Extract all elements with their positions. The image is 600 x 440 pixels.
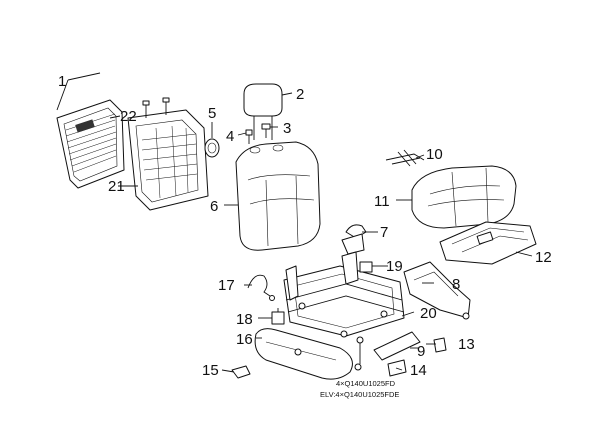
part-20-seat-frame	[283, 251, 405, 338]
part-17-harness	[247, 274, 275, 301]
part-6-back-cushion	[235, 141, 321, 251]
callout-16: 16	[236, 331, 253, 348]
part-21-back-frame	[127, 97, 209, 211]
part-8-side-cover	[403, 261, 471, 320]
part-2-headrest	[243, 83, 283, 140]
part-16-side-shield	[254, 328, 353, 380]
part-11-seat-cushion	[411, 165, 517, 229]
part-5-knob	[204, 122, 220, 158]
callout-4: 4	[226, 128, 234, 145]
callout-14: 14	[410, 362, 427, 379]
callout-9: 9	[417, 343, 425, 360]
leader-lines	[56, 72, 533, 373]
part-18-connector	[271, 308, 285, 325]
fastener-note-2: ELV:4×Q140U1025FDE	[320, 390, 399, 399]
callout-2: 2	[296, 86, 304, 103]
part-7-bracket	[341, 224, 367, 255]
callout-5: 5	[208, 105, 216, 122]
fastener-note-1: 4×Q140U1025FD	[336, 379, 396, 388]
callout-12: 12	[535, 249, 552, 266]
callout-20: 20	[420, 305, 437, 322]
bolts	[354, 336, 364, 371]
part-13-cap	[433, 337, 447, 353]
part-4-guide	[245, 129, 253, 144]
callout-13: 13	[458, 336, 475, 353]
callout-19: 19	[386, 258, 403, 275]
callout-3: 3	[283, 120, 291, 137]
callout-22: 22	[120, 108, 137, 125]
part-15-handle	[231, 365, 251, 379]
callout-10: 10	[426, 146, 443, 163]
callout-8: 8	[452, 276, 460, 293]
part-12-seat-pan	[439, 221, 537, 265]
callout-21: 21	[108, 178, 125, 195]
callout-7: 7	[380, 224, 388, 241]
part-9-trim-strip	[373, 331, 421, 361]
callout-6: 6	[210, 198, 218, 215]
part-19-clip	[359, 261, 373, 273]
part-22-back-panel	[56, 99, 125, 189]
callout-15: 15	[202, 362, 219, 379]
part-3-guide	[261, 123, 271, 138]
part-10-wire	[385, 149, 425, 167]
callout-1: 1	[58, 73, 66, 90]
callout-18: 18	[236, 311, 253, 328]
callout-11: 11	[374, 193, 390, 210]
callout-17: 17	[218, 277, 235, 294]
